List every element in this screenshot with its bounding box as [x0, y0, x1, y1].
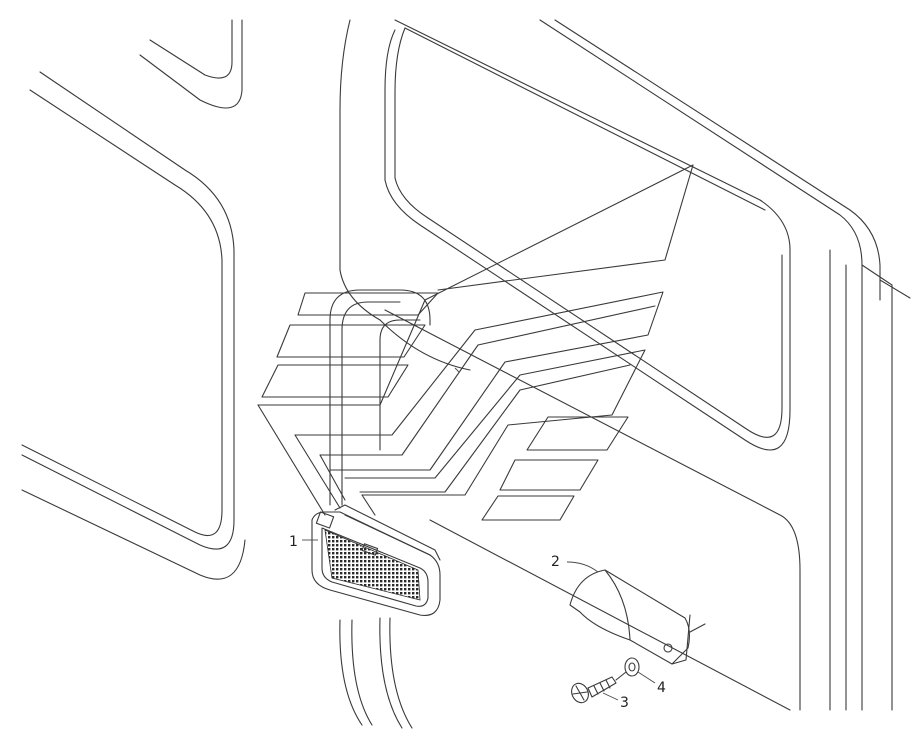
callout-3: 3: [620, 695, 629, 711]
body-lines: [384, 309, 801, 711]
part-4-washer: [624, 657, 640, 677]
part-3-screw: [571, 671, 627, 704]
part-1-lamp: [311, 504, 441, 616]
callout-4: 4: [657, 680, 666, 696]
part-2-cover: [569, 569, 706, 665]
callout-1: 1: [289, 534, 298, 550]
grab-handle: [329, 289, 431, 729]
callout-2: 2: [551, 554, 560, 570]
leader-lines: [302, 367, 656, 701]
window-frame: [339, 19, 911, 711]
left-panel-outline: [21, 19, 246, 580]
stripe-decal: [257, 164, 694, 521]
